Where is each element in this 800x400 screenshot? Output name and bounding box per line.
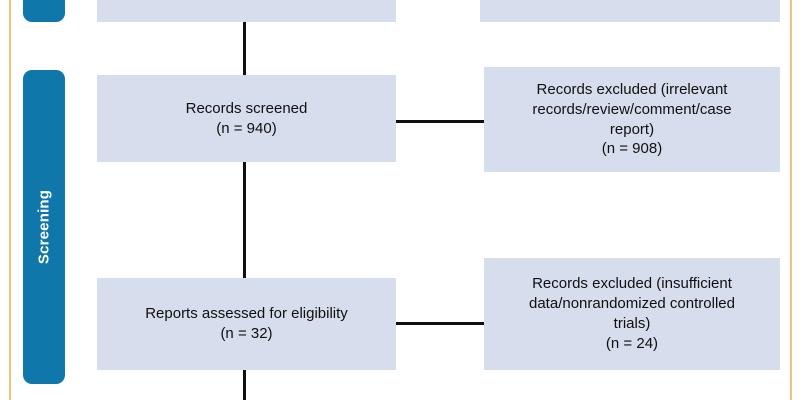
box-identification-left-clipped — [97, 0, 396, 22]
page-frame-rule-left — [9, 0, 11, 400]
box-reports-assessed-for-eligibility: Reports assessed for eligibility (n = 32… — [97, 278, 396, 370]
connector-horizontal-records-excluded-eligibility — [396, 322, 484, 325]
connector-vertical-to-included — [243, 370, 246, 400]
stage-label-screening: Screening — [35, 189, 53, 265]
box-records-screened-text: Records screened (n = 940) — [185, 99, 308, 137]
box-records-excluded-eligibility-text: Records excluded (insufficient data/nonr… — [529, 275, 735, 352]
box-reports-assessed-for-eligibility-text: Reports assessed for eligibility (n = 32… — [145, 305, 348, 342]
stage-bar-identification — [23, 0, 65, 22]
stage-bar-screening: Screening — [23, 70, 65, 384]
box-records-screened: Records screened (n = 940) — [97, 75, 396, 162]
connector-horizontal-records-excluded-screening — [396, 120, 484, 123]
page-frame-rule-right — [790, 0, 792, 400]
connector-vertical-to-reports-assessed — [243, 162, 246, 278]
box-identification-right-clipped — [480, 0, 780, 22]
box-records-excluded-screening: Records excluded (irrelevant records/rev… — [484, 67, 780, 172]
box-records-excluded-eligibility: Records excluded (insufficient data/nonr… — [484, 258, 780, 370]
box-records-excluded-screening-text: Records excluded (irrelevant records/rev… — [532, 80, 732, 158]
connector-vertical-to-records-screened — [243, 22, 246, 75]
